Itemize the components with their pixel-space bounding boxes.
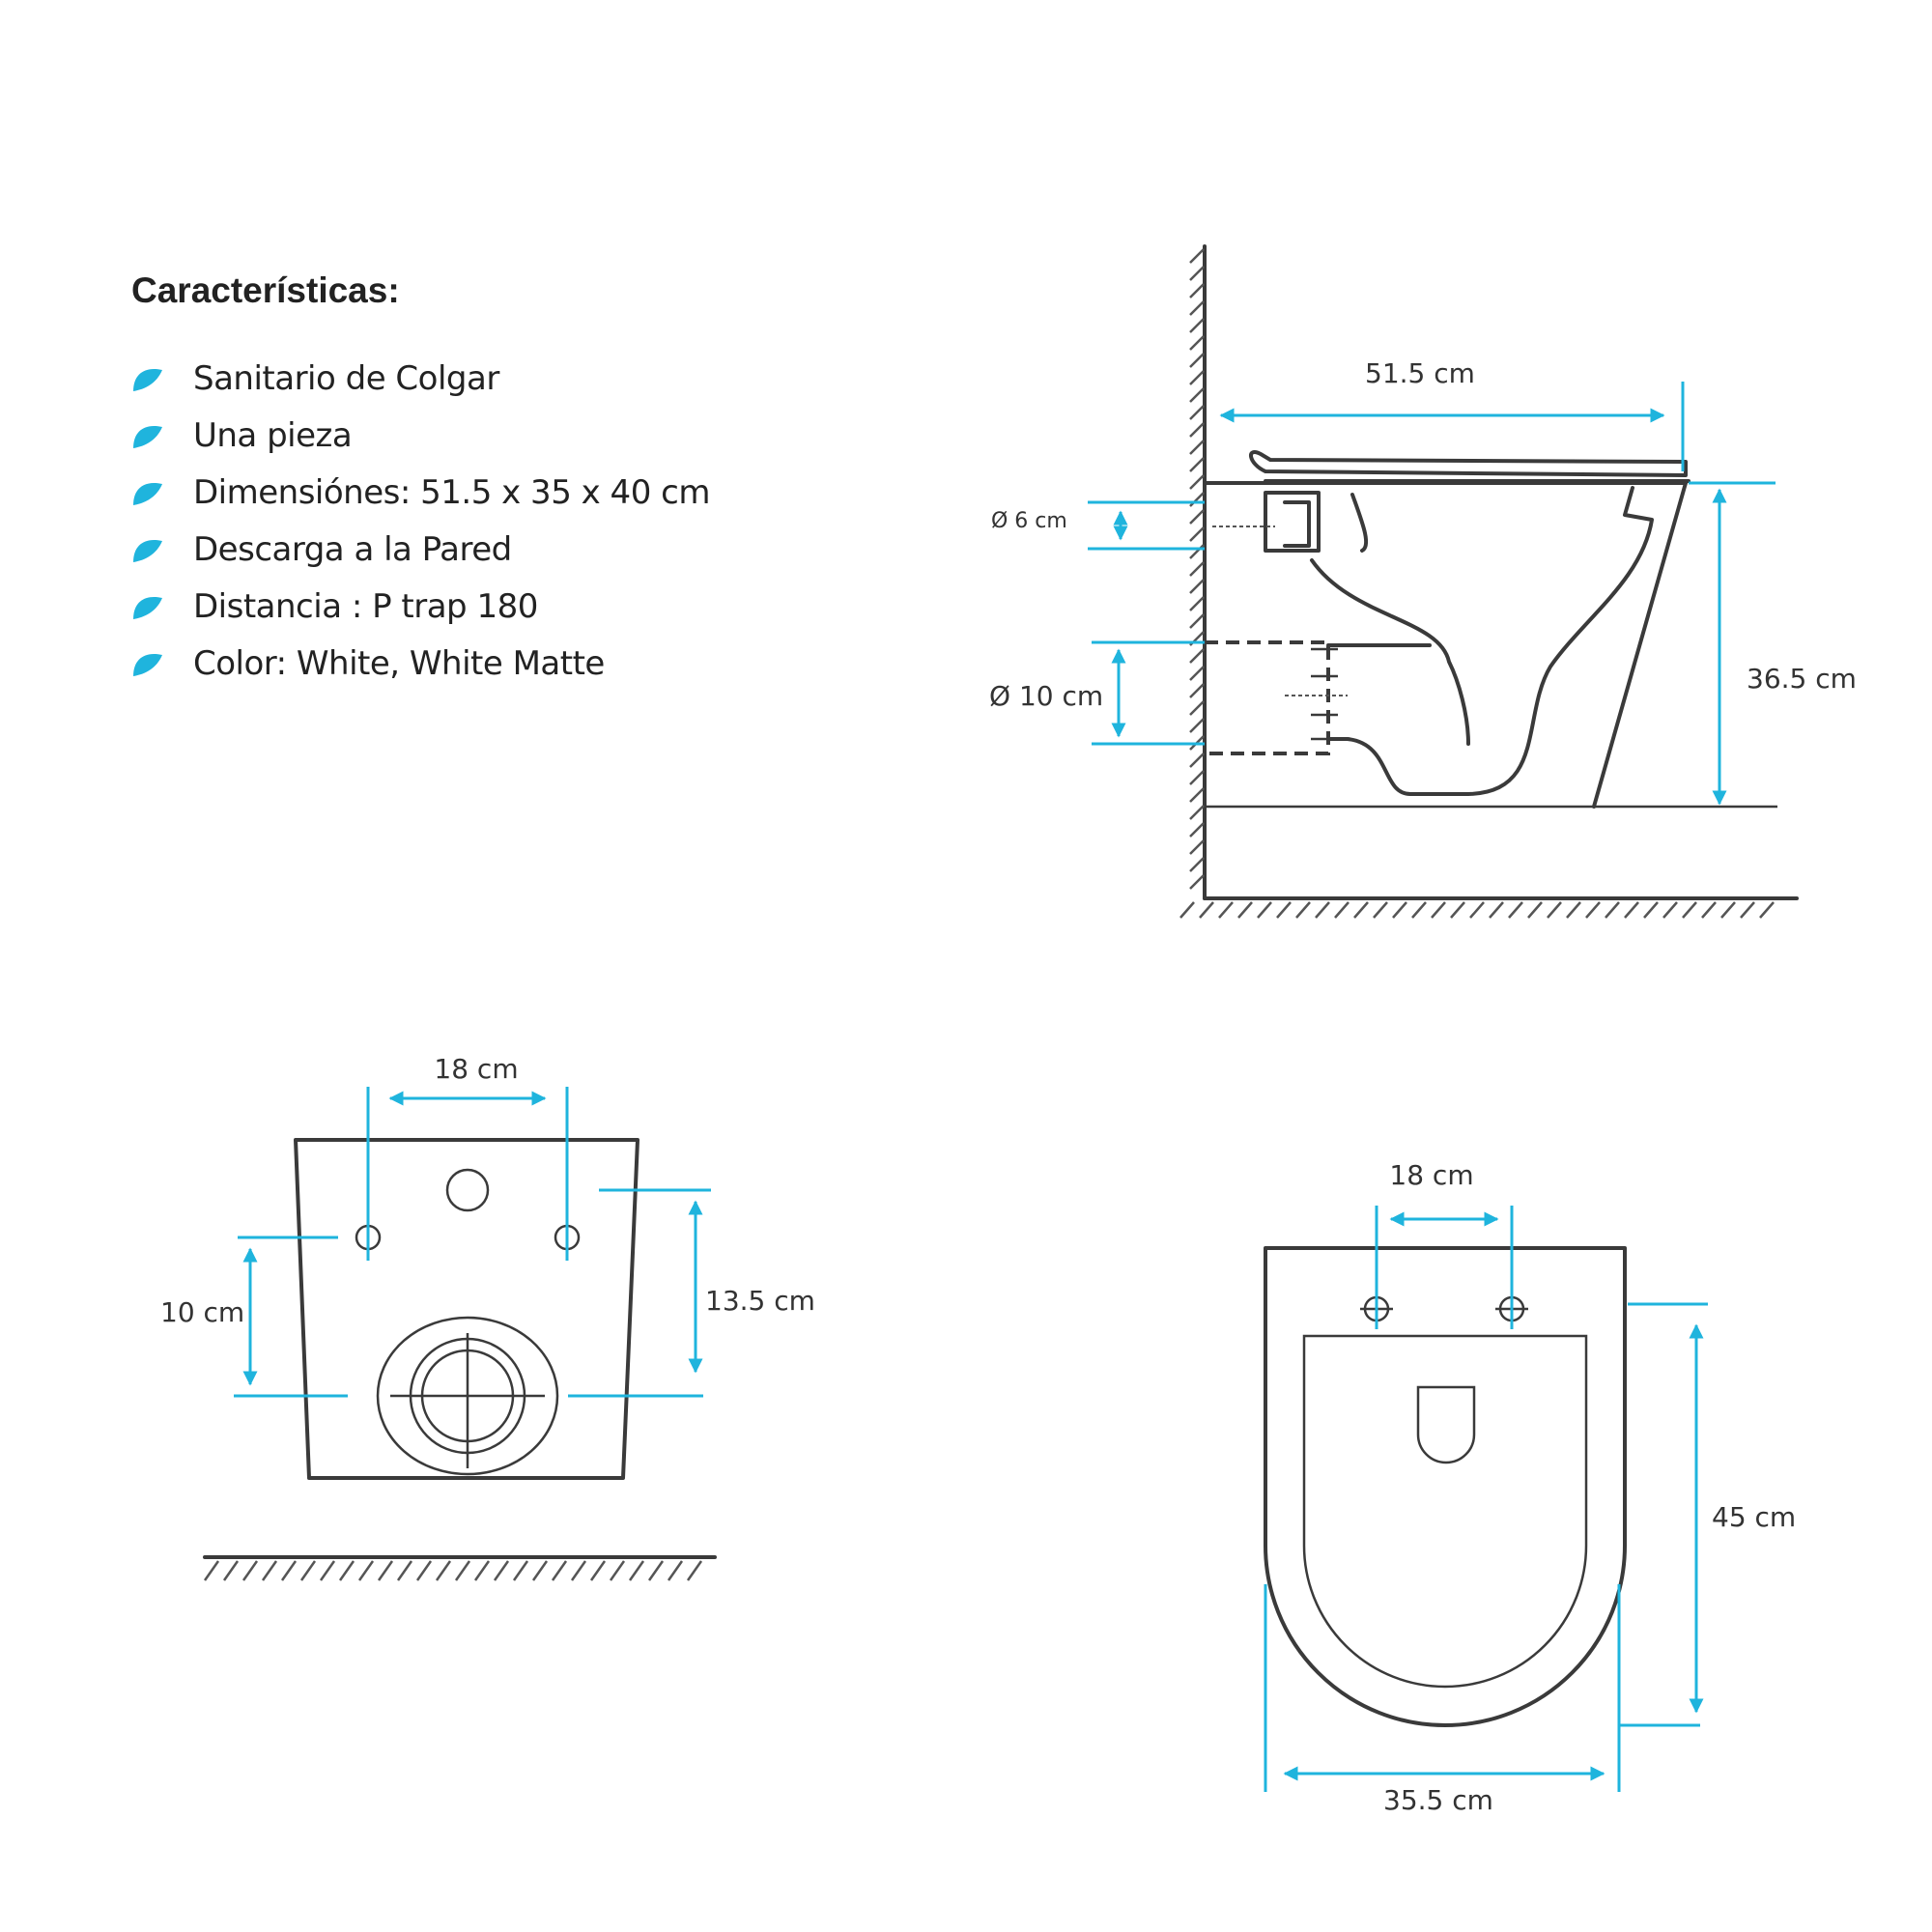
outlet-height-label: 10 cm — [160, 1296, 244, 1328]
inlet-diameter-label: Ø 6 cm — [991, 509, 1067, 533]
top-view: 18 cm 45 cm 35.5 cm — [1264, 1159, 1796, 1816]
depth-label: 45 cm — [1712, 1501, 1796, 1533]
feature-item: Distancia : P trap 180 — [131, 578, 808, 635]
bolt-height-label: 13.5 cm — [705, 1285, 815, 1317]
leaf-bullet-icon — [133, 653, 162, 676]
side-view: 51.5 cm 36.5 cm Ø 6 cm Ø 10 cm — [989, 244, 1857, 919]
seat-buffer — [1416, 1385, 1476, 1464]
feature-text: Descarga a la Pared — [193, 529, 512, 569]
floor-hatch — [203, 1555, 717, 1581]
outlet-diameter-label: Ø 10 cm — [989, 680, 1103, 712]
feature-text: Distancia : P trap 180 — [193, 586, 538, 626]
features-title: Características: — [131, 270, 400, 310]
rear-view: 18 cm 10 cm 13.5 cm — [160, 1053, 815, 1581]
outlet-port — [376, 1316, 559, 1476]
wall-hatch — [1189, 244, 1207, 900]
rear-outline — [294, 1138, 639, 1480]
top-outline — [1264, 1246, 1627, 1727]
feature-item: Dimensiónes: 51.5 x 35 x 40 cm — [131, 464, 808, 521]
leaf-bullet-icon — [133, 596, 162, 619]
width-label: 35.5 cm — [1383, 1784, 1493, 1816]
inlet-hole — [445, 1168, 490, 1212]
feature-item: Color: White, White Matte — [131, 635, 808, 692]
length-label: 51.5 cm — [1365, 357, 1475, 389]
floor-hatch — [1179, 805, 1799, 919]
leaf-bullet-icon — [133, 482, 162, 505]
feature-text: Color: White, White Matte — [193, 643, 605, 683]
features-panel: Características: Sanitario de Colgar Una… — [131, 270, 808, 692]
feature-list: Sanitario de Colgar Una pieza Dimensióne… — [131, 350, 808, 692]
toilet-side-outline — [1203, 450, 1690, 809]
feature-text: Sanitario de Colgar — [193, 358, 499, 398]
feature-item: Una pieza — [131, 407, 808, 464]
feature-text: Dimensiónes: 51.5 x 35 x 40 cm — [193, 472, 710, 512]
bolt-spacing-label: 18 cm — [434, 1053, 518, 1085]
seat-outline — [1302, 1334, 1588, 1689]
bolt-spacing-label: 18 cm — [1389, 1159, 1473, 1191]
leaf-bullet-icon — [133, 368, 162, 391]
feature-item: Sanitario de Colgar — [131, 350, 808, 407]
feature-text: Una pieza — [193, 415, 353, 455]
height-label: 36.5 cm — [1747, 663, 1857, 695]
leaf-bullet-icon — [133, 539, 162, 562]
leaf-bullet-icon — [133, 425, 162, 448]
feature-item: Descarga a la Pared — [131, 521, 808, 578]
